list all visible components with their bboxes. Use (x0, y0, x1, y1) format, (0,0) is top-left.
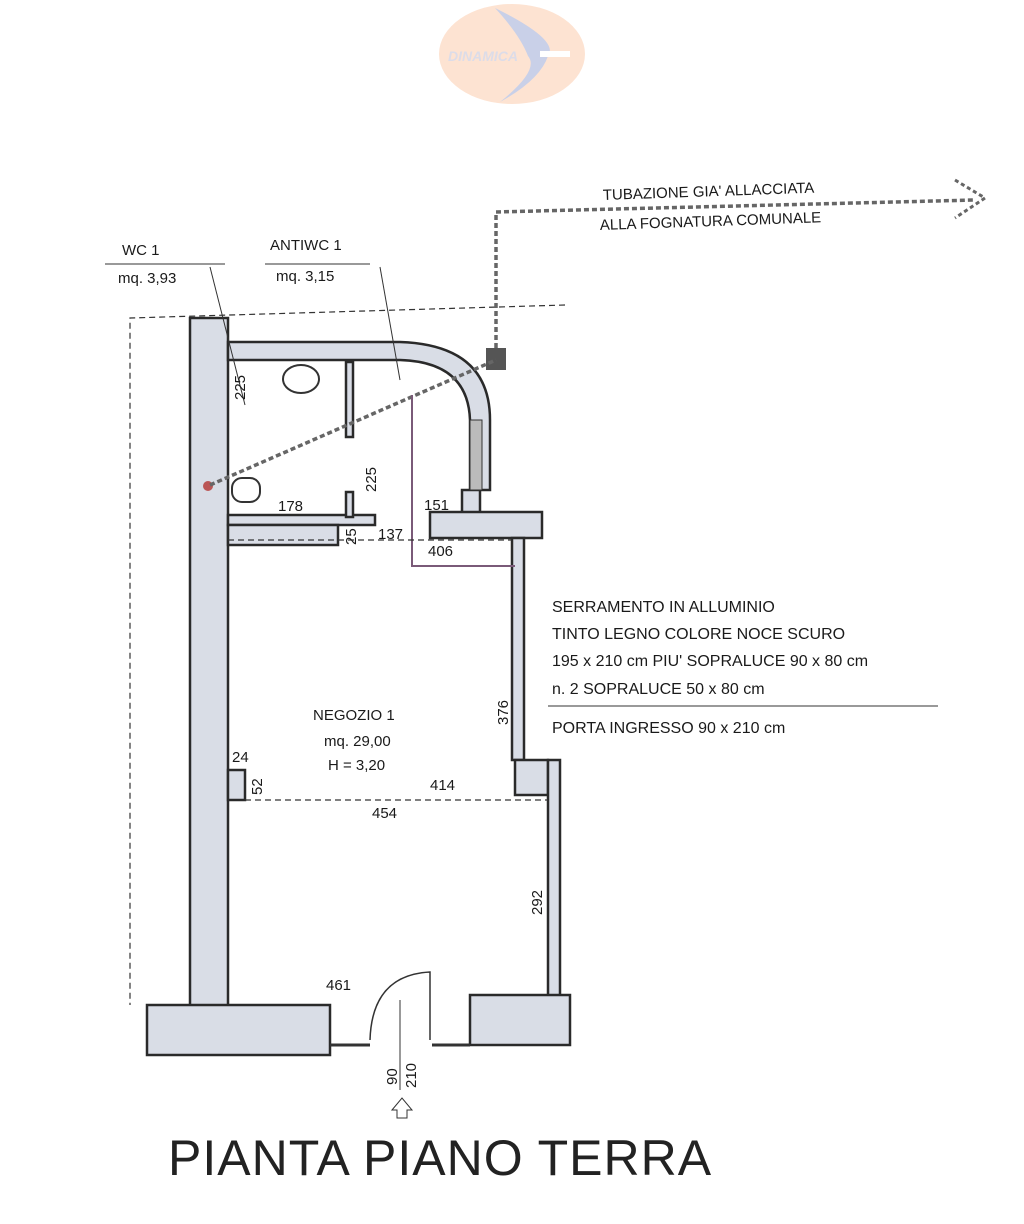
dimensions-d461: 461 (326, 977, 351, 994)
toilet-icon (231, 477, 261, 503)
logo-text: DINAMICA (448, 48, 518, 64)
dinamica-logo: DINAMICA (439, 4, 585, 104)
dimensions-door-w: 90 (384, 1068, 401, 1085)
dimensions-d376: 376 (495, 700, 512, 725)
dimensions-door-h: 210 (403, 1063, 420, 1088)
manhole-icon (486, 348, 506, 370)
plan-title: PIANTA PIANO TERRA (168, 1130, 712, 1186)
walls (145, 316, 572, 1057)
dimensions-d292: 292 (529, 890, 546, 915)
window-note-line1: SERRAMENTO IN ALLUMINIO (552, 599, 775, 616)
dimensions-wc-height: 225 (232, 375, 249, 400)
entrance-door (330, 971, 470, 1119)
dimensions-antiwc-width: 137 (378, 526, 403, 543)
antiwc-area: mq. 3,15 (276, 268, 334, 285)
entrance-arrow-icon (390, 1097, 414, 1119)
wc-area: mq. 3,93 (118, 270, 176, 287)
sewer-pipe (209, 198, 976, 487)
negozio-area: mq. 29,00 (324, 733, 391, 750)
negozio-height: H = 3,20 (328, 757, 385, 774)
property-boundary (129, 304, 566, 1005)
dimensions-d414: 414 (430, 777, 455, 794)
dimensions-wc-width: 178 (278, 498, 303, 515)
sink-icon (282, 364, 320, 394)
window-note-line2: TINTO LEGNO COLORE NOCE SCURO (552, 626, 845, 643)
window-note-line4: n. 2 SOPRALUCE 50 x 80 cm (552, 681, 765, 698)
pipe-note-line2: ALLA FOGNATURA COMUNALE (600, 209, 822, 234)
negozio-name: NEGOZIO 1 (313, 707, 395, 724)
antiwc-name: ANTIWC 1 (270, 237, 342, 254)
pipe-note-line1: TUBAZIONE GIA' ALLACCIATA (603, 180, 815, 204)
dimensions-d24: 24 (232, 749, 249, 766)
dimensions-step: 25 (343, 528, 360, 545)
dimensions-d151: 151 (424, 497, 449, 514)
dimensions-d454: 454 (372, 805, 397, 822)
dimensions-d406: 406 (428, 543, 453, 560)
wc-name: WC 1 (122, 242, 160, 259)
dimensions-d52: 52 (249, 778, 266, 795)
dimensions-antiwc-height: 225 (363, 467, 380, 492)
window-note-line5: PORTA INGRESSO 90 x 210 cm (552, 720, 785, 737)
pipe-arrow-icon (954, 178, 988, 220)
window-note-line3: 195 x 210 cm PIU' SOPRALUCE 90 x 80 cm (552, 653, 868, 670)
